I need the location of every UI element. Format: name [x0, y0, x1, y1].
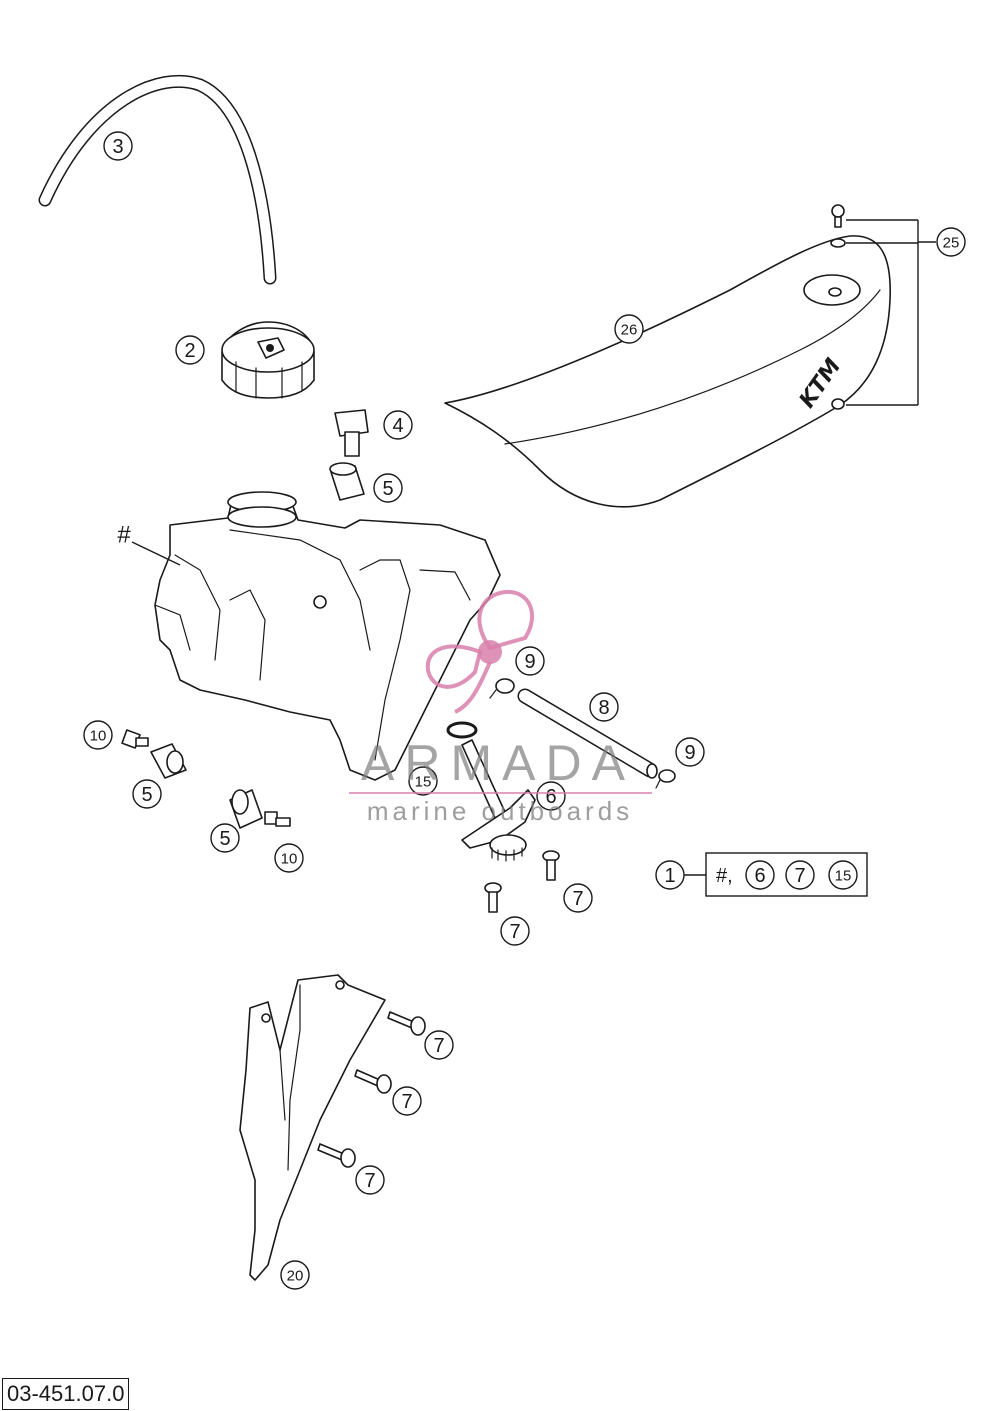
- hose-clamp-upper: [489, 678, 515, 699]
- fuel-tank: [154, 491, 501, 781]
- svg-text:7: 7: [509, 921, 520, 943]
- svg-text:5: 5: [219, 828, 230, 850]
- svg-text:9: 9: [684, 742, 695, 764]
- rubber-bushing-right: [229, 789, 263, 829]
- callout-8: 8: [589, 692, 619, 722]
- diagram-reference-code: 03-451.07.0: [2, 1378, 130, 1410]
- callout-5-right: 5: [210, 823, 240, 853]
- svg-text:2: 2: [184, 340, 195, 362]
- svg-text:7: 7: [364, 1170, 375, 1192]
- svg-text:25: 25: [943, 235, 960, 252]
- kit-item-6: 6: [754, 865, 765, 887]
- svg-text:26: 26: [621, 322, 638, 339]
- kit-contents: 1 #, 6 7 15: [655, 852, 868, 897]
- callout-10-right: 10: [274, 843, 304, 873]
- svg-text:8: 8: [598, 697, 609, 719]
- svg-text:7: 7: [433, 1035, 444, 1057]
- callout-5-left: 5: [132, 779, 162, 809]
- callout-9-lower: 9: [675, 737, 705, 767]
- callout-25: 25: [936, 227, 966, 257]
- svg-text:10: 10: [90, 728, 107, 745]
- callout-2: 2: [175, 335, 205, 365]
- hose-clamp-lower: [655, 769, 676, 789]
- panel-screw-c: [317, 1143, 356, 1168]
- fuel-hose: [517, 688, 658, 779]
- svg-text:7: 7: [572, 888, 583, 910]
- callout-7-panel-c: 7: [355, 1165, 385, 1195]
- kit-item-15: 15: [835, 868, 852, 885]
- seat: KTM: [444, 235, 891, 508]
- callout-5-upper: 5: [373, 473, 403, 503]
- fuel-tap: [461, 739, 536, 862]
- callout-7-panel-a: 7: [424, 1030, 454, 1060]
- svg-text:5: 5: [382, 478, 393, 500]
- svg-text:10: 10: [281, 851, 298, 868]
- svg-text:20: 20: [287, 1268, 304, 1285]
- callout-7-tap-b: 7: [563, 883, 593, 913]
- watermark: ARMADA marine outboards: [349, 589, 652, 826]
- kit-callout-1: 1: [664, 865, 675, 887]
- callout-7-tap-a: 7: [500, 916, 530, 946]
- tank-marker-pointer: #: [117, 522, 181, 566]
- callout-6: 6: [536, 781, 566, 811]
- svg-text:9: 9: [524, 651, 535, 673]
- callout-4: 4: [383, 410, 413, 440]
- watermark-name: ARMADA: [361, 735, 635, 791]
- callout-20: 20: [280, 1260, 310, 1290]
- tap-screw-b: [542, 850, 560, 881]
- callout-3: 3: [103, 131, 133, 161]
- svg-text:5: 5: [141, 784, 152, 806]
- callout-7-panel-b: 7: [392, 1086, 422, 1116]
- callout-9-upper: 9: [515, 646, 545, 676]
- side-panel: [239, 974, 386, 1281]
- mount-bolt-left: [121, 729, 149, 749]
- watermark-logo-icon: [425, 589, 535, 714]
- fuel-cap: [221, 321, 315, 399]
- o-ring: [446, 721, 478, 739]
- mounting-bolt: [334, 409, 369, 457]
- seat-fastener-set: [830, 204, 936, 410]
- panel-screw-b: [354, 1069, 392, 1094]
- kit-prefix: #,: [716, 865, 733, 887]
- panel-screw-a: [387, 1011, 426, 1036]
- rubber-bushing-left: [150, 743, 187, 779]
- svg-text:3: 3: [112, 136, 123, 158]
- svg-text:4: 4: [392, 415, 403, 437]
- mount-bolt-right: [264, 811, 291, 827]
- tap-screw-a: [484, 882, 502, 913]
- callout-15: 15: [408, 766, 438, 796]
- rubber-bushing-upper: [329, 462, 365, 501]
- watermark-tagline: marine outboards: [367, 796, 633, 826]
- kit-item-7: 7: [794, 865, 805, 887]
- svg-text:7: 7: [401, 1091, 412, 1113]
- svg-text:6: 6: [545, 786, 556, 808]
- tank-marker: #: [117, 522, 131, 549]
- breather-hose: [38, 74, 277, 285]
- svg-text:15: 15: [415, 774, 432, 791]
- callout-10-left: 10: [83, 720, 113, 750]
- callout-26: 26: [614, 314, 644, 344]
